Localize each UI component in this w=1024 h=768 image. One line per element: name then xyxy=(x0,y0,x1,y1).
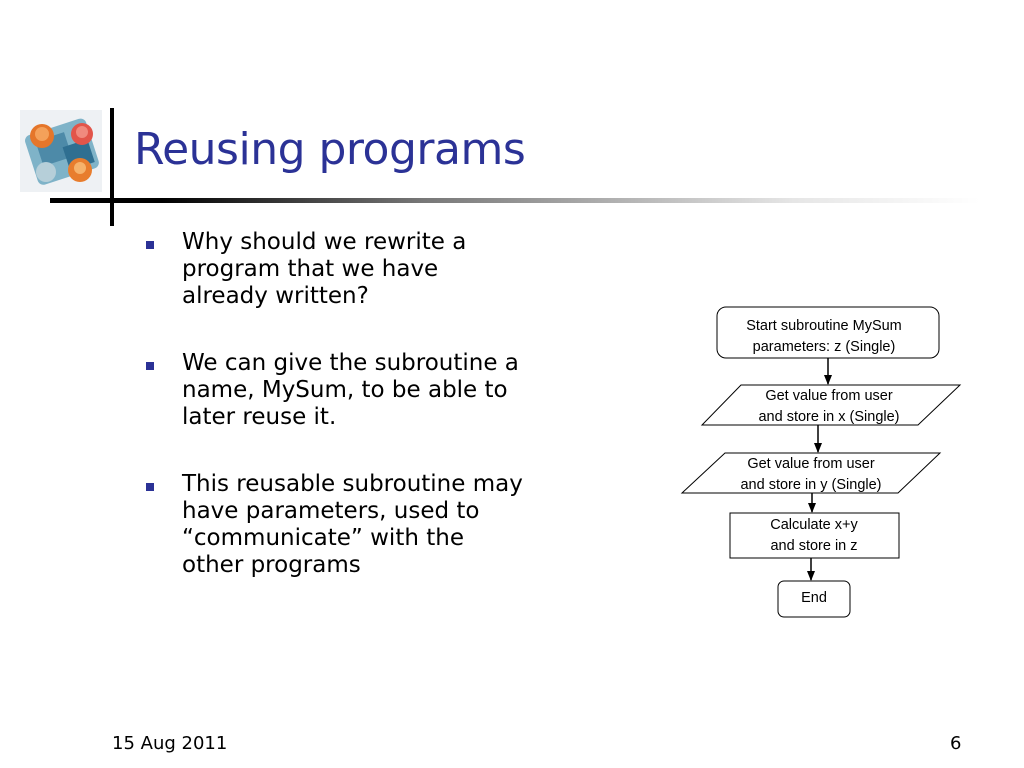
bullet-list: Why should we rewrite a program that we … xyxy=(140,229,570,619)
page-number: 6 xyxy=(950,733,962,754)
input-x-line2: and store in x (Single) xyxy=(758,409,899,425)
logo-image xyxy=(20,110,102,192)
input-y-line1: Get value from user xyxy=(747,456,874,472)
list-item: This reusable subroutine may have parame… xyxy=(140,471,570,579)
bullet-text: Why should we rewrite a program that we … xyxy=(182,229,467,309)
title-horizontal-rule xyxy=(50,198,980,203)
start-node-line1: Start subroutine MySum xyxy=(746,318,902,334)
bullet-text: This reusable subroutine may have parame… xyxy=(182,471,523,578)
start-node-line2: parameters: z (Single) xyxy=(753,339,896,355)
bullet-square-icon xyxy=(146,362,154,370)
title-vertical-rule xyxy=(110,108,114,226)
page-title: Reusing programs xyxy=(134,124,526,175)
input-x-node xyxy=(700,384,962,426)
list-item: Why should we rewrite a program that we … xyxy=(140,229,570,310)
bullet-text: We can give the subroutine a name, MySum… xyxy=(182,350,519,430)
process-line2: and store in z xyxy=(770,538,857,554)
process-node xyxy=(729,512,900,559)
footer-date: 15 Aug 2011 xyxy=(112,733,228,754)
end-node-label: End xyxy=(801,590,827,606)
bullet-square-icon xyxy=(146,241,154,249)
process-line1: Calculate x+y xyxy=(770,517,858,533)
input-y-line2: and store in y (Single) xyxy=(740,477,881,493)
input-y-node xyxy=(680,452,942,494)
bullet-square-icon xyxy=(146,483,154,491)
list-item: We can give the subroutine a name, MySum… xyxy=(140,350,570,431)
end-node xyxy=(777,580,851,618)
input-x-line1: Get value from user xyxy=(765,388,892,404)
